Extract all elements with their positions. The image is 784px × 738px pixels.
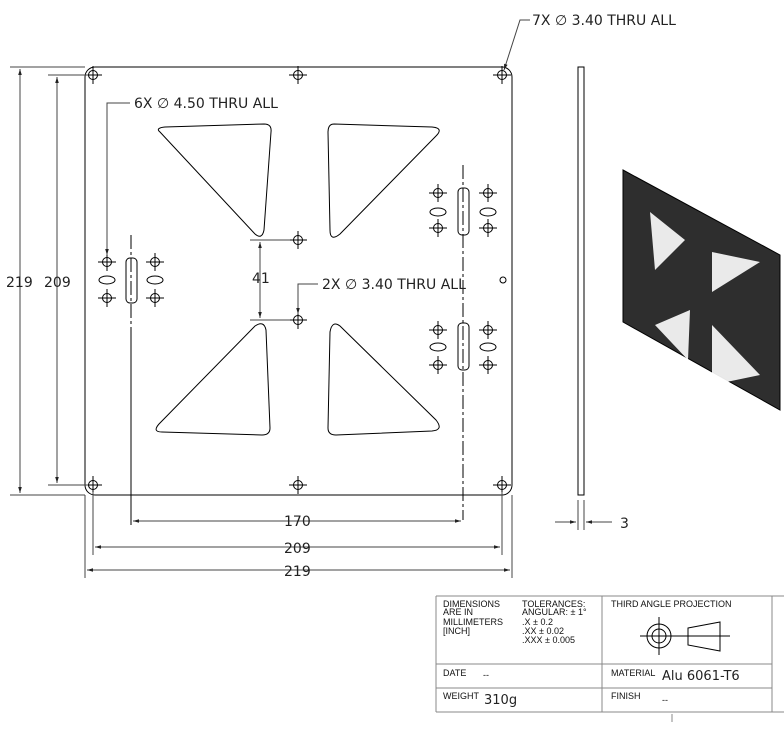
callout-corner-holes: 7X ∅ 3.40 THRU ALL — [532, 13, 676, 29]
svg-text:ARE IN: ARE IN — [443, 607, 473, 617]
svg-text:DATE: DATE — [443, 668, 466, 678]
svg-text:FINISH: FINISH — [611, 691, 641, 701]
title-block-text: DIMENSIONS ARE IN MILLIMETERS [INCH] TOL… — [443, 599, 740, 708]
svg-text:.XXX ± 0.005: .XXX ± 0.005 — [522, 635, 575, 645]
svg-text:ANGULAR: ± 1°: ANGULAR: ± 1° — [522, 607, 587, 617]
svg-text:.XX ± 0.02: .XX ± 0.02 — [522, 626, 564, 636]
svg-text:Alu 6061-T6: Alu 6061-T6 — [662, 669, 740, 684]
svg-text:MILLIMETERS: MILLIMETERS — [443, 617, 503, 627]
isometric-view — [622, 169, 781, 411]
svg-text:TOLERANCES:: TOLERANCES: — [522, 599, 585, 609]
dim-thickness: 3 — [620, 516, 629, 532]
svg-text:.X ± 0.2: .X ± 0.2 — [522, 617, 553, 627]
svg-text:DIMENSIONS: DIMENSIONS — [443, 599, 500, 609]
dim-slot-span: 170 — [284, 514, 311, 530]
svg-text:MATERIAL: MATERIAL — [611, 668, 655, 678]
side-view — [577, 66, 585, 496]
dim-height-inner: 209 — [44, 275, 71, 291]
svg-text:[INCH]: [INCH] — [443, 626, 470, 636]
dimension-texts: 219 209 41 170 209 219 3 7X ∅ 3.40 THRU … — [6, 13, 676, 580]
svg-text:--: -- — [483, 670, 489, 680]
svg-text:--: -- — [662, 695, 668, 705]
dim-width-inner: 209 — [284, 541, 311, 557]
svg-text:THIRD ANGLE PROJECTION: THIRD ANGLE PROJECTION — [611, 599, 732, 609]
svg-text:310g: 310g — [484, 693, 517, 708]
dim-width-outer: 219 — [284, 564, 311, 580]
dim-center-gap: 41 — [252, 271, 270, 287]
dimension-lines — [10, 19, 612, 578]
callout-center-holes: 2X ∅ 3.40 THRU ALL — [322, 277, 466, 293]
dim-height-outer: 219 — [6, 275, 33, 291]
callout-side-holes: 6X ∅ 4.50 THRU ALL — [134, 96, 278, 112]
title-block — [435, 595, 784, 722]
svg-text:WEIGHT: WEIGHT — [443, 691, 479, 701]
